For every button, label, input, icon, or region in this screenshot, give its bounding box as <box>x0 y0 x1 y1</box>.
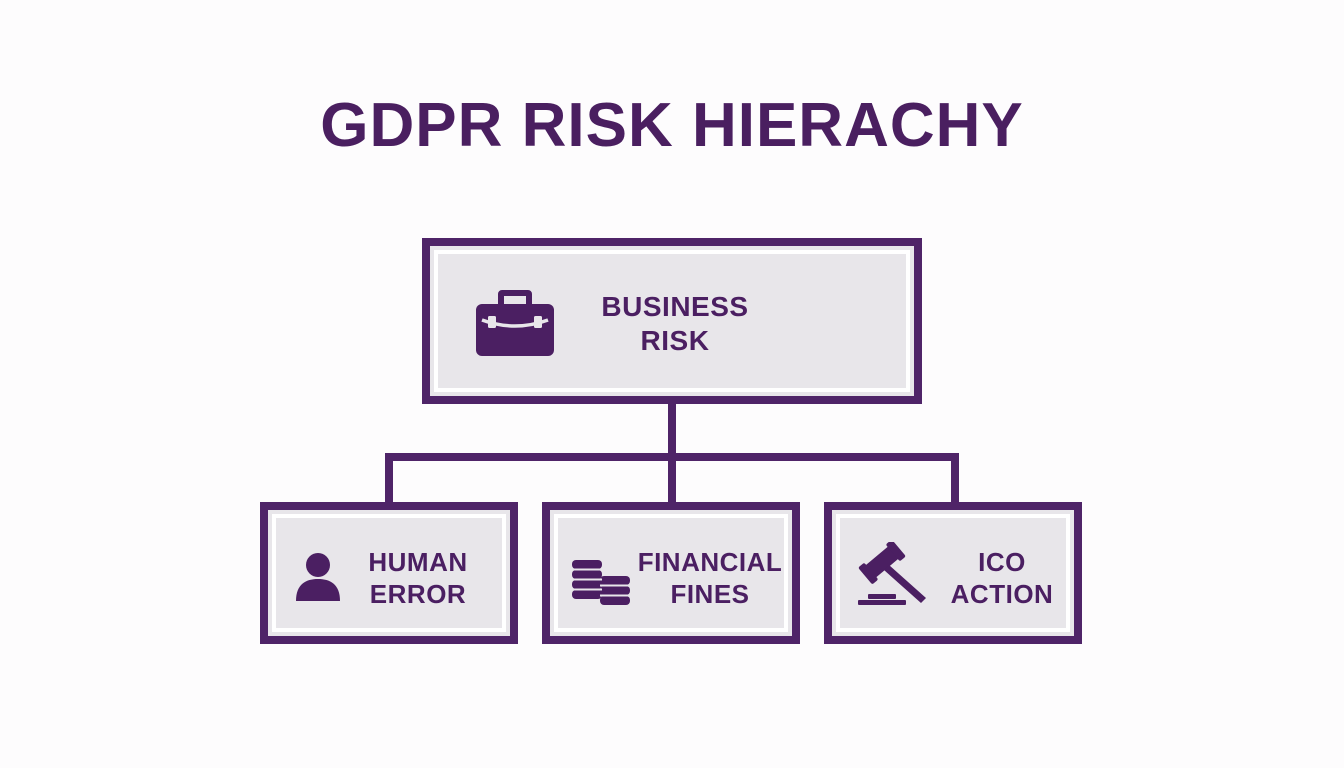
ico-action-label-line-1: ICO <box>978 547 1026 577</box>
person-icon <box>296 553 340 601</box>
business-risk-label-line-2: RISK <box>640 325 710 356</box>
business-risk-label-line-1: BUSINESS <box>601 291 749 322</box>
ico-action-label: ICO ACTION <box>932 546 1072 610</box>
gavel-icon <box>858 542 926 605</box>
ico-action-node: ICO ACTION <box>824 502 1082 644</box>
briefcase-icon <box>476 290 554 356</box>
financial-fines-label-line-2: FINES <box>670 579 750 609</box>
human-error-label-line-2: ERROR <box>369 579 467 609</box>
human-error-label: HUMAN ERROR <box>348 546 488 610</box>
ico-action-label-line-2: ACTION <box>950 579 1054 609</box>
financial-fines-label: FINANCIAL FINES <box>630 546 790 610</box>
business-risk-label: BUSINESS RISK <box>590 290 760 358</box>
financial-fines-label-line-1: FINANCIAL <box>637 547 783 577</box>
financial-fines-node: FINANCIAL FINES <box>542 502 800 644</box>
human-error-node: HUMAN ERROR <box>260 502 518 644</box>
coins-icon <box>572 560 630 605</box>
diagram-title: GDPR RISK HIERACHY <box>320 91 1024 160</box>
business-risk-node: BUSINESS RISK <box>422 238 922 404</box>
human-error-label-line-1: HUMAN <box>368 547 468 577</box>
